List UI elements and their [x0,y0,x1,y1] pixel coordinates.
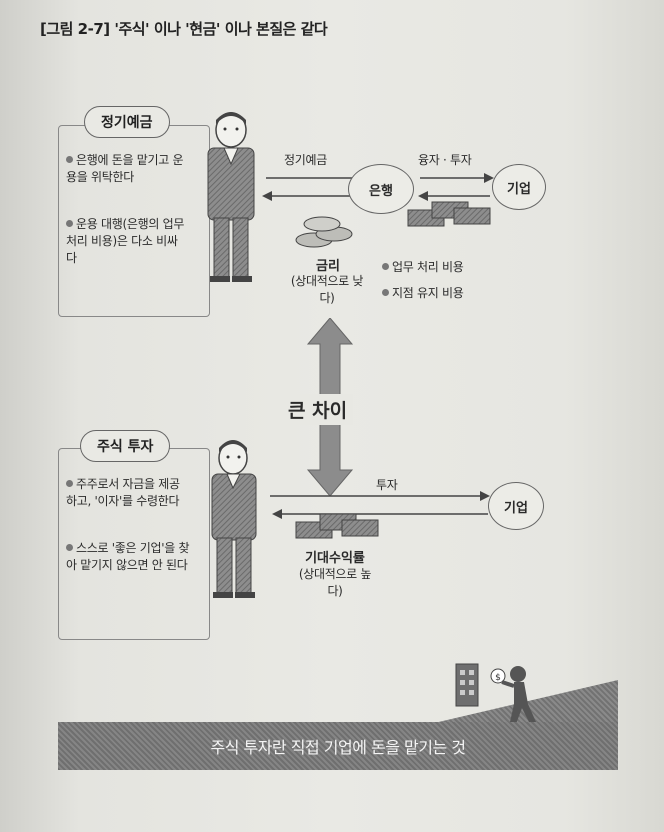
stock-bullet-1: 주주로서 자금을 제공하고, '이자'를 수령한다 [66,477,180,508]
building-icon [455,663,479,707]
interest-label: 금리 [316,259,340,274]
arrow-label-loan: 융자 · 투자 [418,153,472,167]
stock-arrows [270,491,490,519]
arrow-label-invest: 투자 [376,478,398,492]
investor-figure-1 [207,112,255,282]
bullet-dot-icon [382,263,389,270]
difference-label: 큰 차이 [282,394,354,425]
svg-text:$: $ [495,673,501,683]
walking-person-icon: $ [490,666,536,724]
conclusion-banner: 주식 투자란 직접 기업에 돈을 맡기는 것 [58,722,618,770]
bullet-dot-icon [66,544,73,551]
bullet-dot-icon [66,220,73,227]
figure-title: [그림 2-7] '주식' 이나 '현금' 이나 본질은 같다 [40,20,328,38]
investor-figure-2 [211,440,257,598]
interest-note: (상대적으로 낮다) [290,274,364,305]
company-node-1: 기업 [492,164,546,210]
bullet-dot-icon [382,289,389,296]
cost-item-2: 지점 유지 비용 [382,284,464,301]
company-node-2: 기업 [488,482,544,530]
bullet-dot-icon [66,156,73,163]
return-note: (상대적으로 높다) [298,567,372,598]
coins-icon [295,216,353,248]
return-label: 기대수익률 [305,551,365,566]
bank-node: 은행 [348,164,414,214]
arrow-label-deposit: 정기예금 [284,153,327,167]
bullet-dot-icon [66,480,73,487]
cost-item-1: 업무 처리 비용 [382,258,464,275]
money-stack-icon-2 [295,513,379,539]
money-stack-icon [407,201,491,227]
deposit-pill: 정기예금 [84,106,170,138]
deposit-bullet-1: 은행에 돈을 맡기고 운용을 위탁한다 [66,153,184,184]
stock-pill: 주식 투자 [80,430,171,462]
deposit-bullet-2: 운용 대행(은행의 업무 처리 비용)은 다소 비싸다 [66,217,185,265]
stock-bullet-2: 스스로 '좋은 기업'을 찾아 맡기지 않으면 안 된다 [66,541,190,572]
